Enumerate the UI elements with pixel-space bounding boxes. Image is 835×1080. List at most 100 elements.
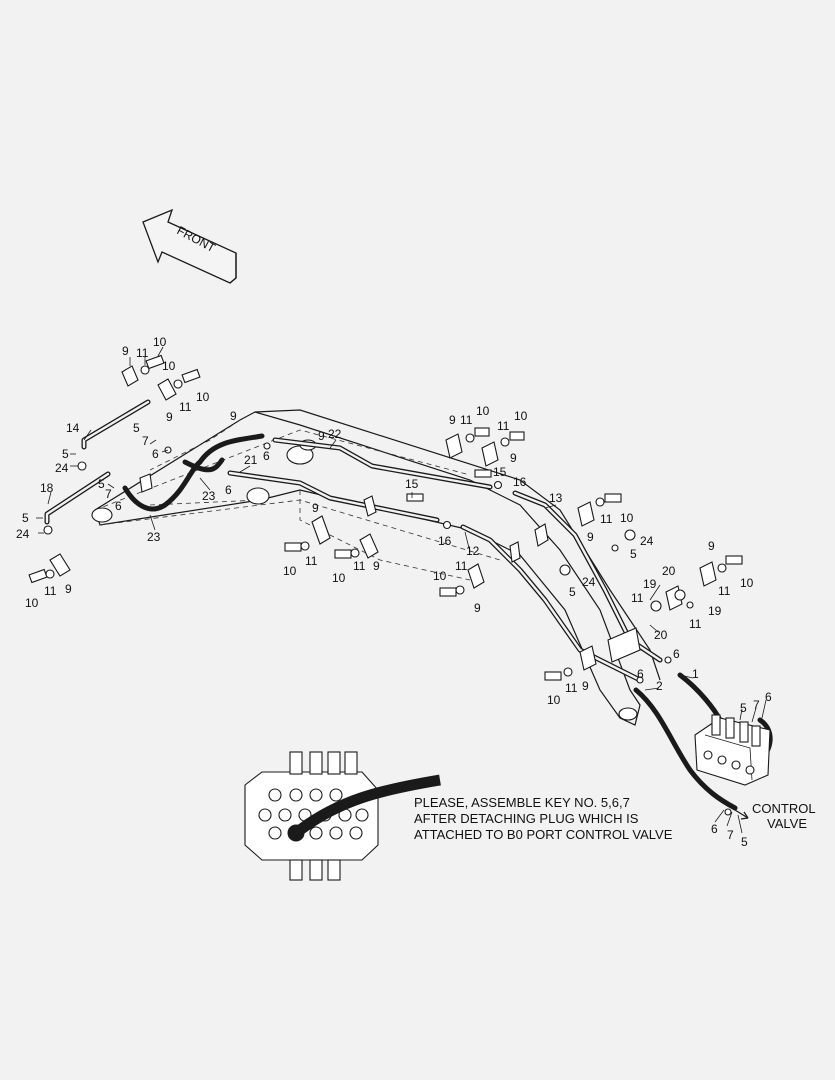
control-valve-label-2: VALVE bbox=[767, 816, 807, 831]
callout-15: 15 bbox=[405, 477, 419, 491]
callout-24: 24 bbox=[16, 527, 30, 541]
callout-14: 14 bbox=[66, 421, 80, 435]
callout-10: 10 bbox=[25, 596, 39, 610]
callout-23: 23 bbox=[202, 489, 216, 503]
hose-1 bbox=[677, 672, 723, 723]
callout-6: 6 bbox=[115, 499, 122, 513]
callout-2: 2 bbox=[656, 679, 663, 693]
callout-10: 10 bbox=[162, 359, 176, 373]
callout-9: 9 bbox=[582, 679, 589, 693]
hose-23 bbox=[122, 433, 265, 512]
callout-24: 24 bbox=[640, 534, 654, 548]
callout-6: 6 bbox=[711, 822, 718, 836]
callout-9: 9 bbox=[230, 409, 237, 423]
callout-10: 10 bbox=[547, 693, 561, 707]
callout-6: 6 bbox=[225, 483, 232, 497]
callout-11: 11 bbox=[497, 419, 510, 433]
callout-9: 9 bbox=[166, 410, 173, 424]
callout-23: 23 bbox=[147, 530, 161, 544]
callout-1: 1 bbox=[692, 667, 699, 681]
callout-24: 24 bbox=[582, 575, 596, 589]
callout-9: 9 bbox=[373, 559, 380, 573]
callout-16: 16 bbox=[513, 475, 527, 489]
callout-10: 10 bbox=[196, 390, 210, 404]
callout-11: 11 bbox=[565, 681, 578, 695]
callout-numbers: 9 11 10 11 10 9 14 5 7 6 5 24 18 5 24 5 … bbox=[16, 335, 772, 849]
callout-6: 6 bbox=[765, 690, 772, 704]
callout-5: 5 bbox=[740, 701, 747, 715]
callout-11: 11 bbox=[44, 584, 57, 598]
callout-7: 7 bbox=[727, 828, 734, 842]
callout-5: 5 bbox=[98, 477, 105, 491]
callout-11: 11 bbox=[353, 559, 366, 573]
callout-9: 9 bbox=[122, 344, 129, 358]
callout-19: 19 bbox=[643, 577, 657, 591]
callout-20: 20 bbox=[662, 564, 676, 578]
callout-5: 5 bbox=[22, 511, 29, 525]
callout-9: 9 bbox=[587, 530, 594, 544]
callout-6: 6 bbox=[263, 449, 270, 463]
callout-24: 24 bbox=[55, 461, 69, 475]
callout-10: 10 bbox=[433, 569, 447, 583]
callout-10: 10 bbox=[620, 511, 634, 525]
callout-11: 11 bbox=[179, 400, 192, 414]
callout-9: 9 bbox=[510, 451, 517, 465]
control-valve-label-1: CONTROL bbox=[752, 801, 816, 816]
callout-10: 10 bbox=[740, 576, 754, 590]
control-valve-detail bbox=[244, 751, 441, 881]
callout-21: 21 bbox=[244, 453, 258, 467]
callout-9: 9 bbox=[65, 582, 72, 596]
callout-19: 19 bbox=[708, 604, 722, 618]
callout-20: 20 bbox=[654, 628, 668, 642]
callout-5: 5 bbox=[62, 447, 69, 461]
callout-6: 6 bbox=[673, 647, 680, 661]
callout-11: 11 bbox=[455, 559, 468, 573]
callout-10: 10 bbox=[153, 335, 167, 349]
callout-9: 9 bbox=[708, 539, 715, 553]
callout-9: 9 bbox=[449, 413, 456, 427]
note-line-3: ATTACHED TO B0 PORT CONTROL VALVE bbox=[414, 827, 673, 842]
callout-9: 9 bbox=[312, 501, 319, 515]
callout-11: 11 bbox=[305, 554, 318, 568]
callout-6: 6 bbox=[152, 447, 159, 461]
callout-5: 5 bbox=[741, 835, 748, 849]
note-line-2: AFTER DETACHING PLUG WHICH IS bbox=[414, 811, 639, 826]
callout-9: 9 bbox=[474, 601, 481, 615]
bolts bbox=[28, 354, 743, 681]
callout-11: 11 bbox=[631, 591, 644, 605]
control-valve bbox=[694, 714, 771, 820]
callout-10: 10 bbox=[476, 404, 490, 418]
callout-11: 11 bbox=[600, 512, 613, 526]
callout-11: 11 bbox=[718, 584, 731, 598]
washers bbox=[43, 365, 732, 816]
callout-5: 5 bbox=[569, 585, 576, 599]
callout-10: 10 bbox=[283, 564, 297, 578]
callout-11: 11 bbox=[689, 617, 702, 631]
callout-10: 10 bbox=[514, 409, 528, 423]
callout-leaders bbox=[36, 346, 767, 834]
callout-10: 10 bbox=[332, 571, 346, 585]
front-arrow: FRONT bbox=[142, 208, 237, 284]
hose-2 bbox=[633, 687, 738, 811]
callout-22: 22 bbox=[328, 427, 342, 441]
callout-7: 7 bbox=[105, 487, 112, 501]
callout-5: 5 bbox=[630, 547, 637, 561]
pipe-21 bbox=[227, 470, 440, 523]
pipe-18 bbox=[44, 471, 111, 525]
callout-9: 9 bbox=[318, 429, 325, 443]
callout-11: 11 bbox=[136, 346, 149, 360]
callout-7: 7 bbox=[142, 434, 149, 448]
callout-16: 16 bbox=[438, 534, 452, 548]
callout-7: 7 bbox=[753, 698, 760, 712]
callout-18: 18 bbox=[40, 481, 54, 495]
callout-6: 6 bbox=[637, 667, 644, 681]
clamps bbox=[49, 365, 717, 671]
callout-12: 12 bbox=[466, 544, 480, 558]
note-line-1: PLEASE, ASSEMBLE KEY NO. 5,6,7 bbox=[414, 795, 630, 810]
pipe-22 bbox=[272, 437, 493, 490]
callout-5: 5 bbox=[133, 421, 140, 435]
callout-15: 15 bbox=[493, 465, 507, 479]
callout-11: 11 bbox=[460, 413, 473, 427]
callout-13: 13 bbox=[549, 491, 563, 505]
